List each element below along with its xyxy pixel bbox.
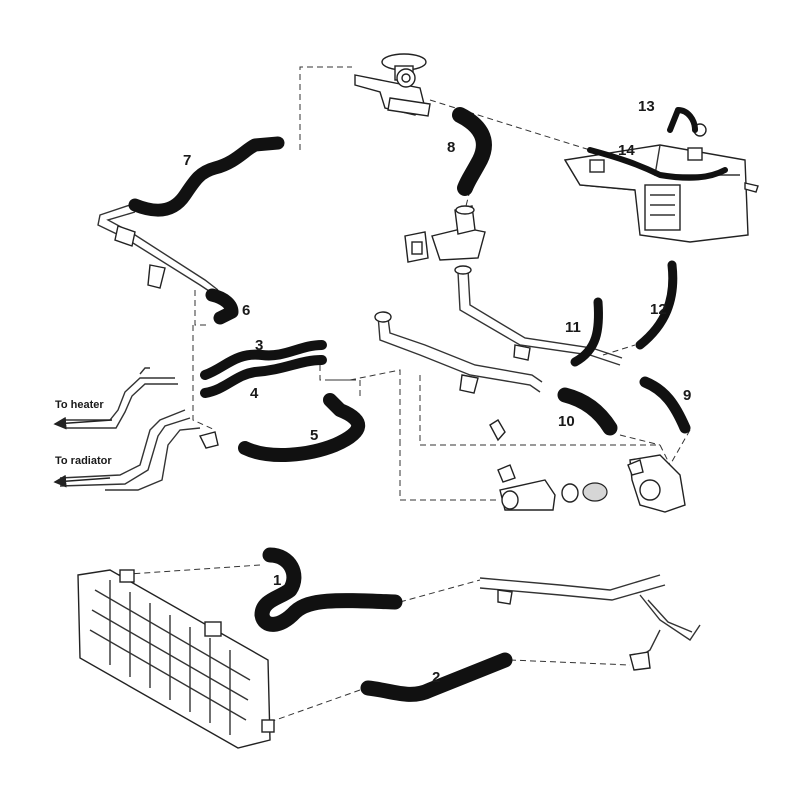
hose-2 bbox=[360, 652, 513, 702]
hose-label-3: 3 bbox=[255, 337, 263, 354]
hoses bbox=[128, 107, 728, 702]
hose-3 bbox=[200, 340, 327, 380]
hose-label-13: 13 bbox=[638, 98, 655, 115]
to-heater-label: To heater bbox=[55, 399, 104, 411]
radiator bbox=[77, 569, 275, 749]
hose-label-9: 9 bbox=[683, 387, 691, 404]
hose-label-7: 7 bbox=[183, 152, 191, 169]
expansion-tank bbox=[563, 123, 759, 243]
leader-lines bbox=[114, 66, 691, 723]
hose-label-6: 6 bbox=[242, 302, 250, 319]
hose-1 bbox=[254, 547, 403, 632]
hose-14 bbox=[587, 147, 728, 181]
heater-pipe-lower bbox=[479, 574, 701, 671]
filler-neck bbox=[354, 53, 431, 117]
hose-6 bbox=[205, 288, 239, 325]
hose-7 bbox=[128, 136, 285, 217]
hose-12 bbox=[635, 260, 678, 350]
heater-return-pipes bbox=[59, 367, 219, 491]
hose-label-11: 11 bbox=[565, 319, 581, 336]
hose-label-5: 5 bbox=[310, 427, 318, 444]
outlet-flange bbox=[404, 205, 486, 263]
destination-labels: To heater To radiator bbox=[55, 399, 112, 467]
hose-label-8: 8 bbox=[447, 139, 455, 156]
to-radiator-arrow bbox=[53, 474, 111, 488]
coolant-pipe-middle bbox=[374, 265, 623, 394]
hose-8 bbox=[452, 107, 492, 196]
hose-9 bbox=[639, 376, 691, 434]
to-heater-arrow bbox=[53, 416, 113, 430]
hose-label-4: 4 bbox=[250, 385, 259, 402]
heater-pipe-upper bbox=[97, 204, 219, 296]
hose-label-2: 2 bbox=[432, 669, 440, 686]
destination-arrows bbox=[53, 416, 113, 488]
hose-4 bbox=[200, 355, 327, 398]
hose-13 bbox=[667, 107, 698, 133]
hose-label-10: 10 bbox=[558, 413, 575, 430]
hose-label-1: 1 bbox=[273, 572, 281, 589]
hose-11 bbox=[570, 297, 603, 367]
hose-10 bbox=[557, 387, 618, 436]
hose-number-labels: 1 2 3 4 5 6 7 8 9 10 11 12 13 14 bbox=[183, 98, 691, 686]
hose-label-14: 14 bbox=[618, 142, 635, 159]
hose-5 bbox=[238, 393, 366, 463]
hose-label-12: 12 bbox=[650, 301, 667, 318]
water-pump-assembly bbox=[489, 419, 686, 513]
to-radiator-label: To radiator bbox=[55, 455, 112, 467]
